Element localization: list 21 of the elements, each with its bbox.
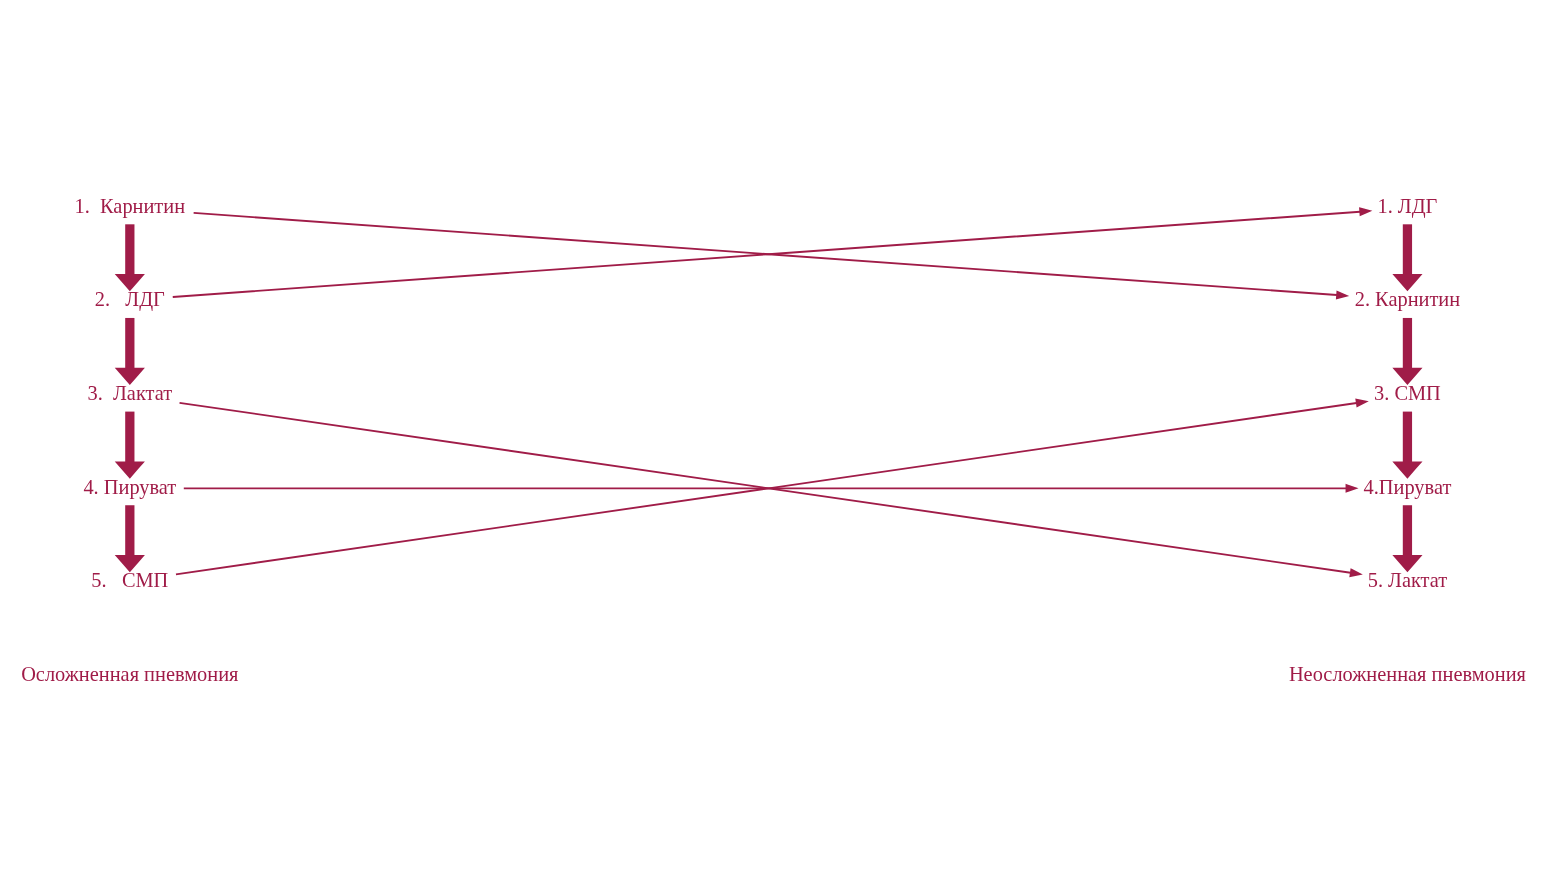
label: Осложненная пневмония — [21, 662, 239, 685]
arrow — [114, 223, 145, 291]
arrow — [1392, 317, 1423, 385]
arrow — [1392, 411, 1423, 479]
arrow — [1392, 504, 1423, 572]
arrow — [114, 411, 145, 479]
node-text: 5. Лактат — [1367, 568, 1448, 591]
node-text: 5. СМП — [91, 568, 169, 591]
node-text: 3. Лактат — [87, 381, 173, 404]
node-text: 3. СМП — [1374, 381, 1441, 404]
node-text: 4.Пируват — [1363, 475, 1452, 498]
arrow — [114, 317, 145, 385]
node-text: 2. Карнитин — [1354, 287, 1461, 310]
label: Неосложненная пневмония — [1288, 662, 1526, 685]
node-text: 1. ЛДГ — [1377, 194, 1438, 217]
node-text: 1. Карнитин — [74, 194, 186, 217]
arrow — [114, 504, 145, 572]
node-text: 2. ЛДГ — [94, 287, 165, 310]
arrow — [1392, 223, 1423, 291]
node-text: 4. Пируват — [83, 475, 177, 498]
arrow — [182, 483, 1359, 493]
